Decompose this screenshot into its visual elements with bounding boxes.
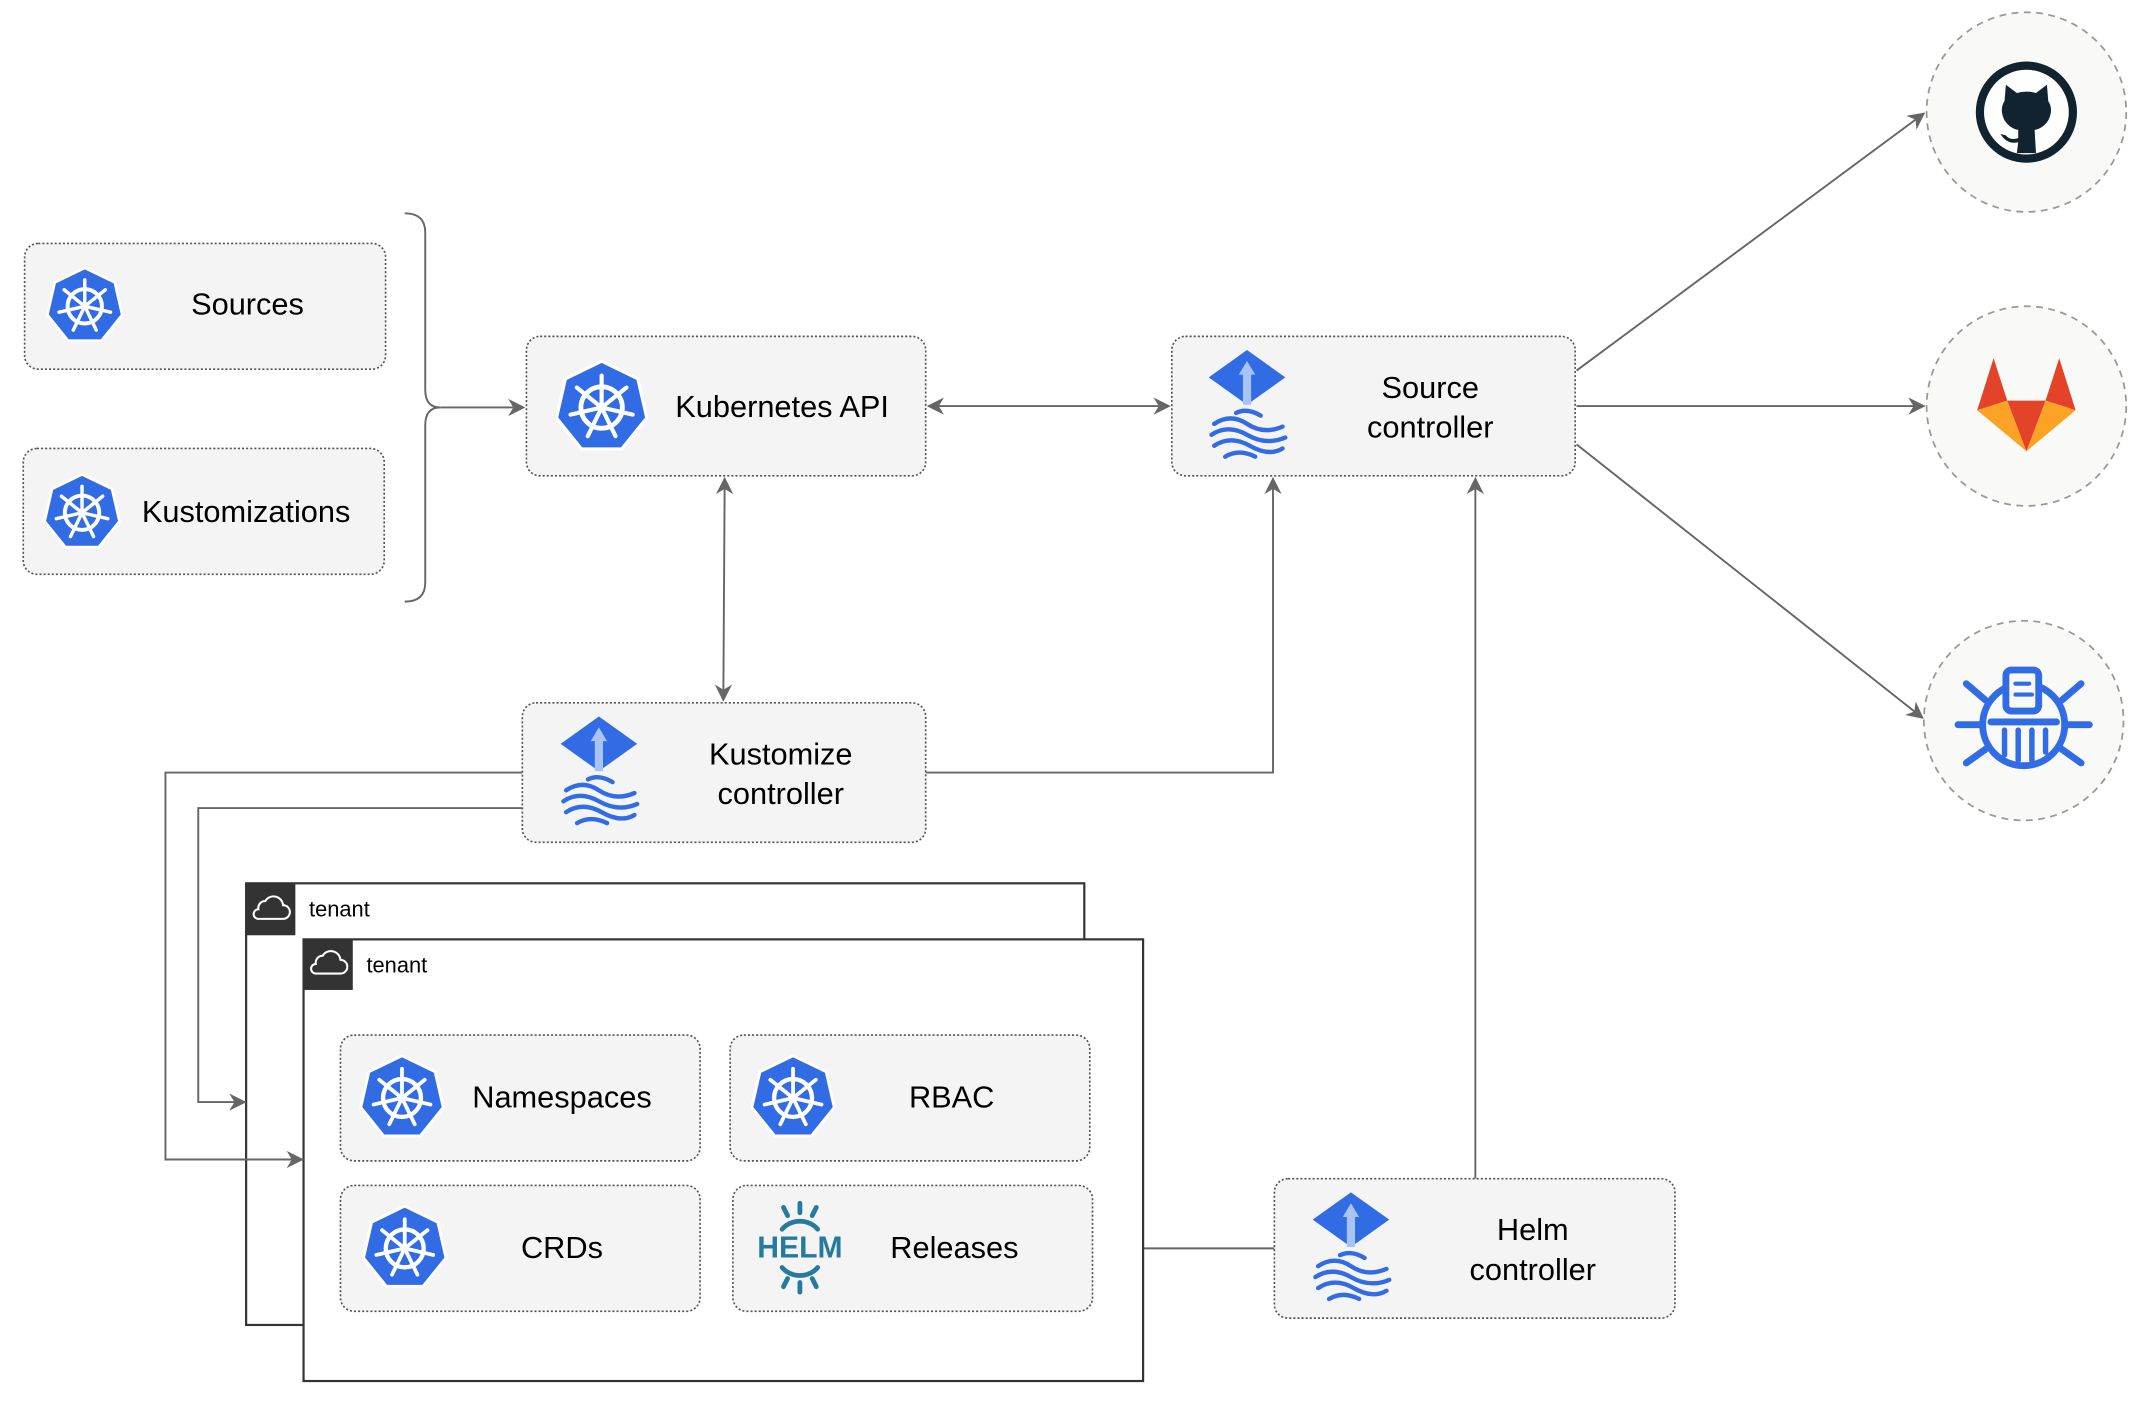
kustomize-controller-label-line1: Kustomize bbox=[709, 736, 853, 771]
gitlab-source bbox=[1925, 305, 2128, 507]
source-controller-node[interactable]: Source controller bbox=[1170, 335, 1577, 477]
edge-kustomize-to-source bbox=[925, 476, 1282, 774]
releases-node[interactable]: HELM Releases bbox=[732, 1184, 1094, 1313]
sources-node[interactable]: Sources bbox=[23, 242, 387, 371]
kustomizations-node[interactable]: Kustomizations bbox=[22, 447, 386, 576]
edge-kustomize-to-tenant-back bbox=[197, 807, 523, 1111]
tenant-front[interactable]: tenant Namespaces RBAC CRDs bbox=[302, 938, 1145, 1383]
sources-label: Sources bbox=[191, 286, 304, 321]
tenant-header-block bbox=[246, 883, 296, 936]
edge-source-to-github bbox=[1575, 112, 1926, 372]
crds-label: CRDs bbox=[521, 1230, 603, 1265]
kustomizations-label: Kustomizations bbox=[142, 494, 351, 529]
namespaces-label: Namespaces bbox=[472, 1079, 651, 1114]
helm-controller-node[interactable]: Helm controller bbox=[1273, 1177, 1676, 1319]
helm-controller-label-line1: Helm bbox=[1497, 1212, 1569, 1247]
source-controller-label-line2: controller bbox=[1367, 409, 1493, 444]
github-source bbox=[1925, 11, 2128, 213]
tenant-label: tenant bbox=[309, 896, 370, 921]
namespaces-node[interactable]: Namespaces bbox=[339, 1034, 701, 1162]
kustomize-controller-label-line2: controller bbox=[718, 776, 844, 811]
tenant-label: tenant bbox=[366, 952, 427, 977]
kustomize-controller-node[interactable]: Kustomize controller bbox=[521, 701, 927, 844]
source-controller-label-line1: Source bbox=[1382, 370, 1479, 405]
crds-node[interactable]: CRDs bbox=[339, 1184, 701, 1313]
rbac-label: RBAC bbox=[909, 1079, 994, 1114]
edge-kustomize-to-tenant-front bbox=[164, 771, 523, 1169]
rbac-node[interactable]: RBAC bbox=[729, 1034, 1091, 1162]
kubernetes-api-node[interactable]: Kubernetes API bbox=[525, 335, 927, 477]
gitlab-icon bbox=[1977, 358, 2076, 452]
edge-source-to-bucket bbox=[1575, 443, 1924, 719]
kubernetes-api-label: Kubernetes API bbox=[675, 389, 889, 424]
sources-brace bbox=[404, 212, 441, 603]
github-icon bbox=[1975, 61, 2077, 163]
bucket-source bbox=[1922, 619, 2125, 822]
bucket-icon bbox=[1954, 666, 2093, 770]
releases-label: Releases bbox=[890, 1230, 1018, 1265]
helm-controller-label-line2: controller bbox=[1470, 1252, 1596, 1287]
helm-icon: HELM bbox=[757, 1200, 843, 1295]
helm-logo-text: HELM bbox=[757, 1232, 842, 1265]
tenant-header-block bbox=[303, 939, 353, 990]
edge-api-kustomize-controller bbox=[714, 476, 734, 702]
